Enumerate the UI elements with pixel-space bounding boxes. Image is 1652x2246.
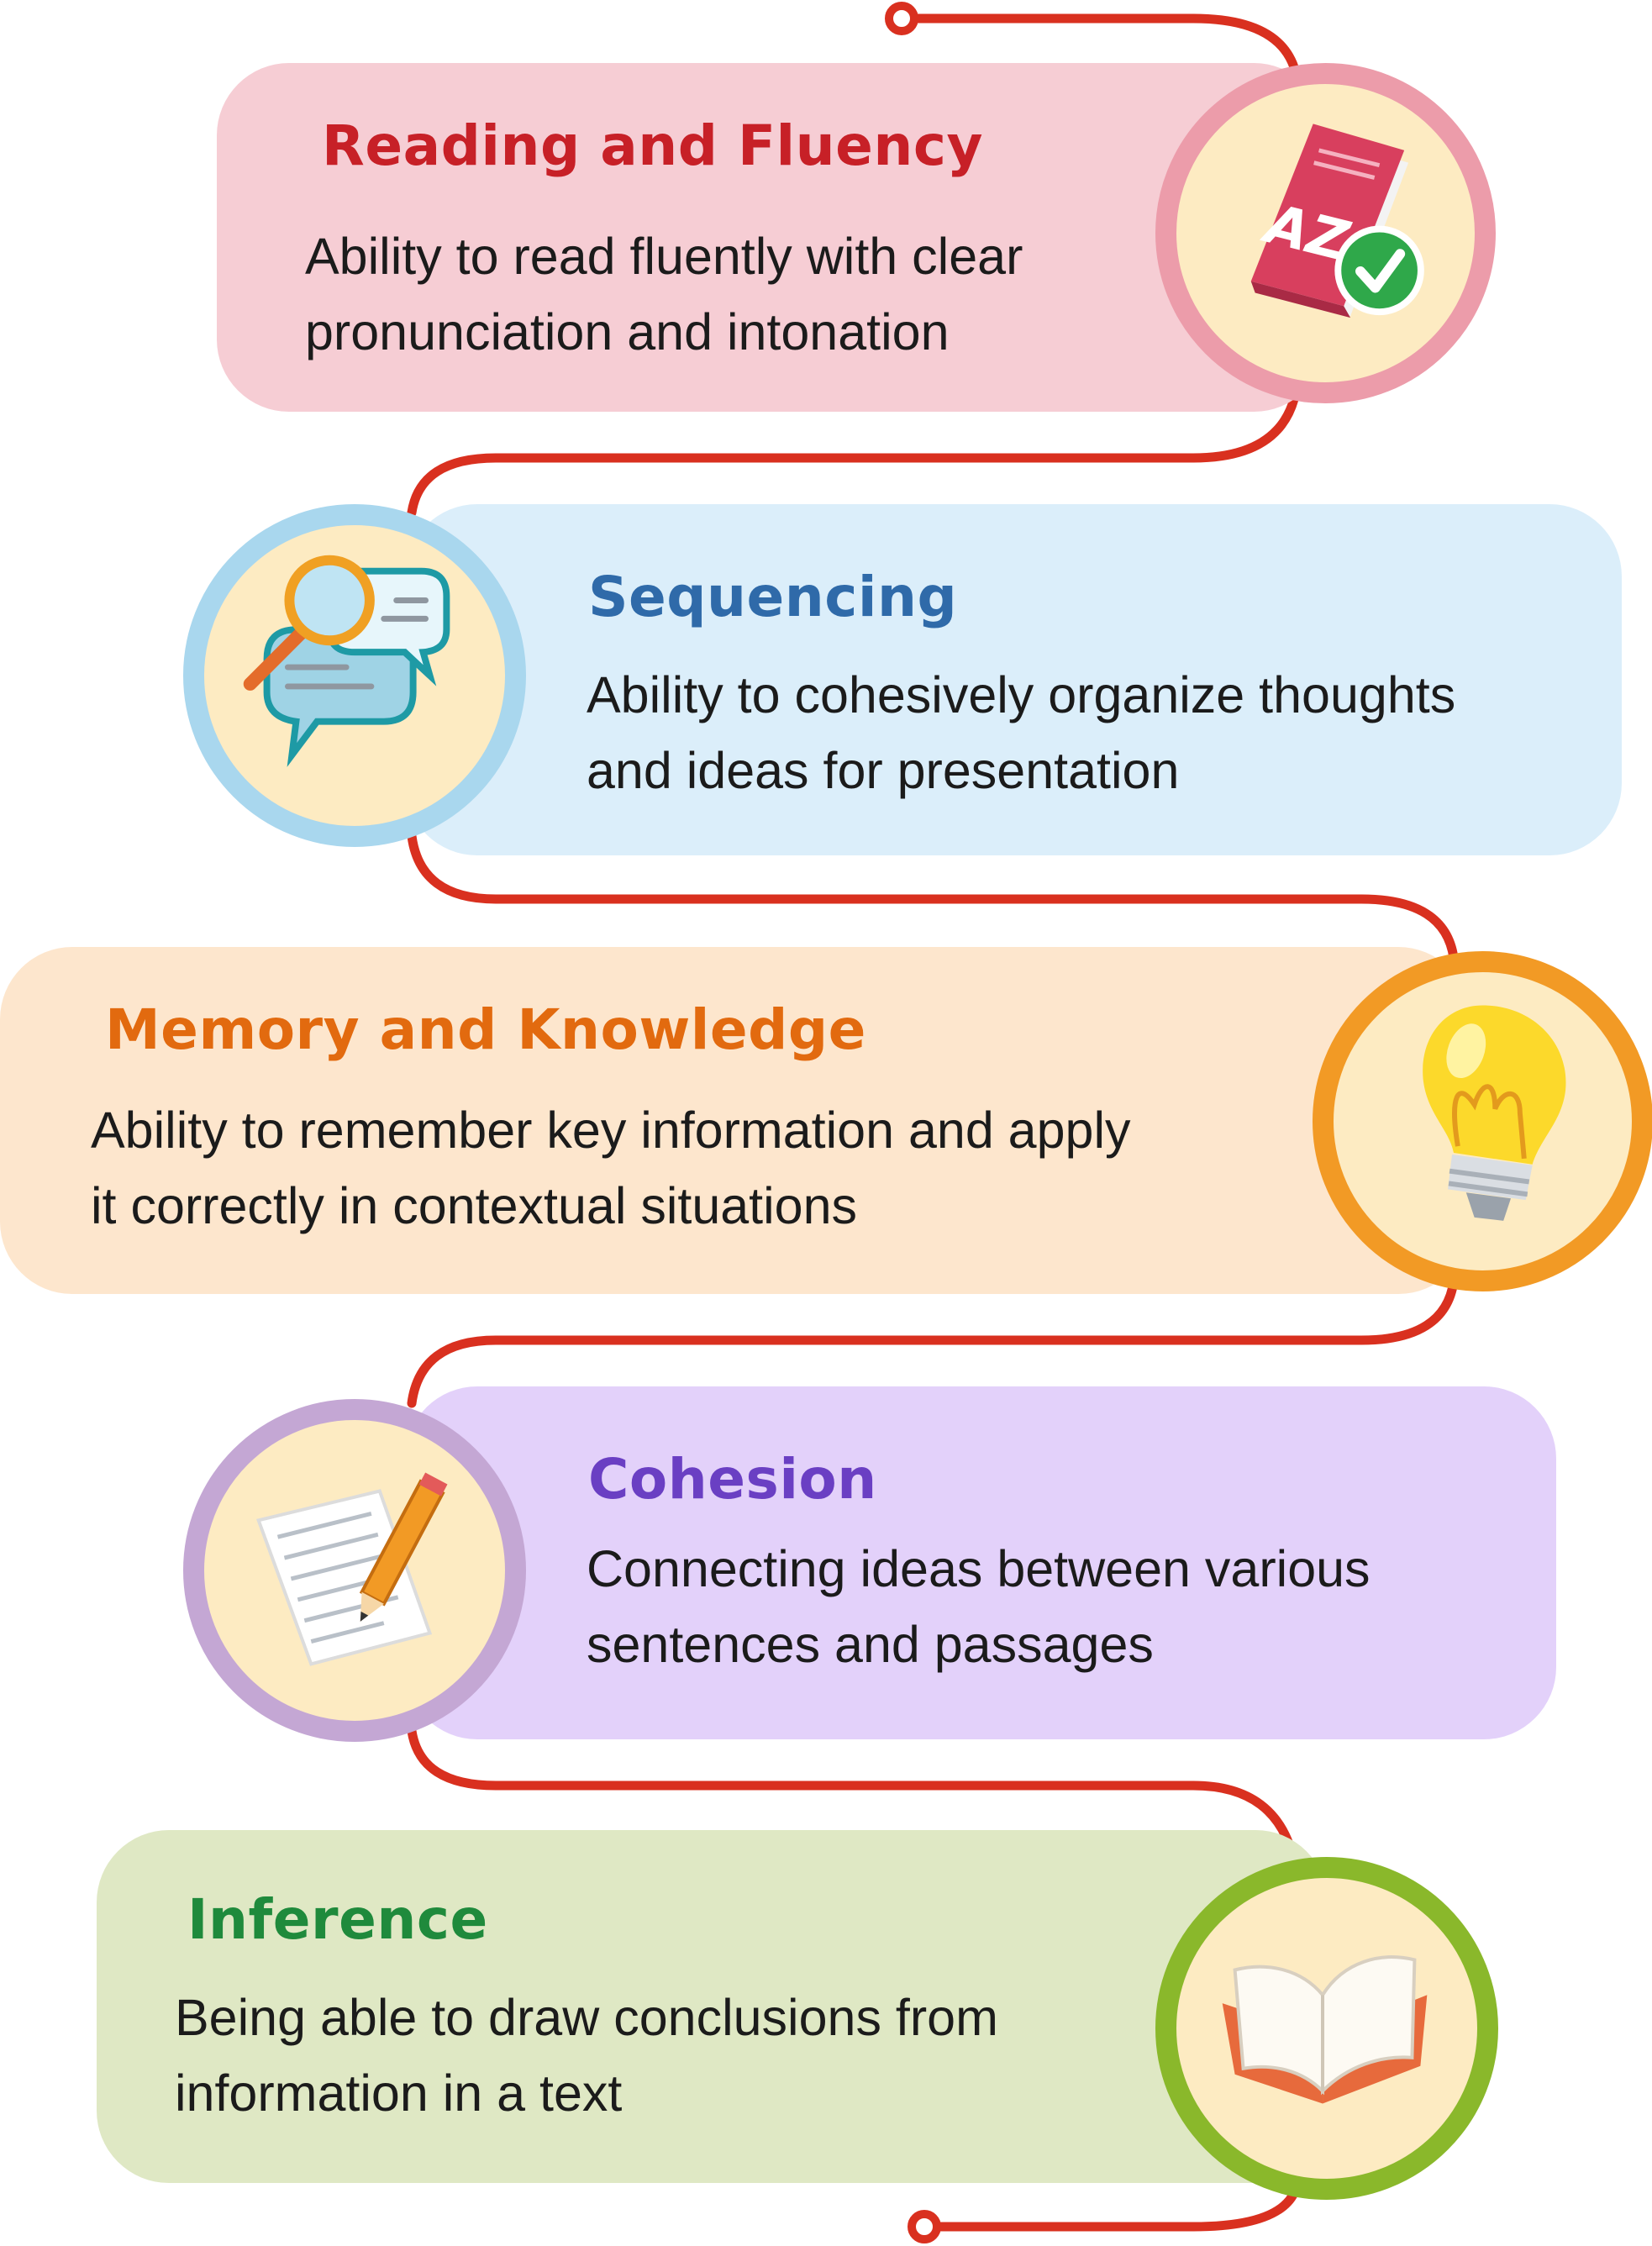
step-description: Ability to read fluently with clear pron…: [305, 228, 1023, 360]
step-description: Ability to cohesively organize thoughts …: [587, 666, 1456, 799]
paper-pencil-icon: [183, 1399, 526, 1742]
step-card-sequencing: Sequencing Ability to cohesively organiz…: [405, 504, 1622, 855]
open-book-icon: [1155, 1857, 1498, 2200]
lightbulb-icon: [1313, 951, 1652, 1291]
book-az-checkmark-icon: AZ: [1155, 63, 1496, 403]
step-title: Inference: [187, 1887, 488, 1952]
connector-end-dot: [908, 2210, 941, 2243]
step-card-cohesion: Cohesion Connecting ideas between variou…: [405, 1386, 1556, 1739]
step-description: Connecting ideas between various sentenc…: [587, 1540, 1371, 1673]
step-card-memory-and-knowledge: Memory and Knowledge Ability to remember…: [0, 947, 1470, 1294]
step-description: Ability to remember key information and …: [91, 1102, 1131, 1234]
magnifier-speech-bubble-icon: [183, 504, 526, 847]
step-title: Sequencing: [588, 565, 958, 629]
step-title: Reading and Fluency: [322, 113, 984, 178]
step-description: Being able to draw conclusions from info…: [175, 1989, 998, 2122]
step-title: Memory and Knowledge: [105, 997, 866, 1062]
step-card-reading-and-fluency: Reading and Fluency Ability to read flue…: [217, 63, 1326, 412]
connector-start-dot: [885, 2, 918, 35]
step-title: Cohesion: [588, 1447, 877, 1512]
step-card-inference: Inference Being able to draw conclusions…: [97, 1830, 1328, 2183]
